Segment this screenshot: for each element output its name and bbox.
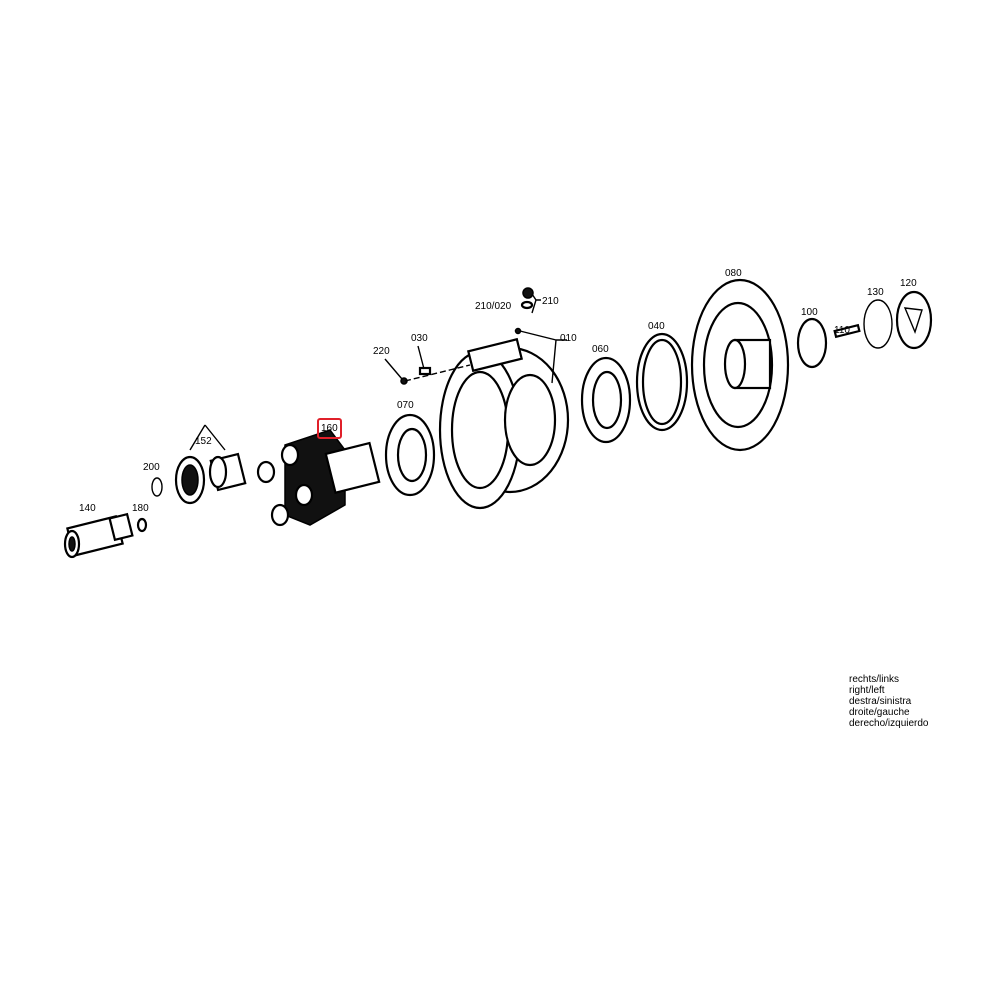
part-152-gear-bearing[interactable] xyxy=(174,452,247,505)
callout-060[interactable]: 060 xyxy=(592,344,609,355)
callout-110[interactable]: 110 xyxy=(834,325,850,336)
callout-152[interactable]: 152 xyxy=(195,436,212,447)
legend-line: right/left xyxy=(849,685,885,696)
part-040-ring[interactable] xyxy=(635,332,689,432)
callout-160-highlighted[interactable]: 160 xyxy=(317,418,342,439)
part-180-washer[interactable] xyxy=(136,517,148,533)
legend-line: destra/sinistra xyxy=(849,696,912,707)
callout-130[interactable]: 130 xyxy=(867,287,884,298)
callout-080[interactable]: 080 xyxy=(725,268,742,279)
part-010-housing[interactable] xyxy=(438,337,570,510)
part-070-seal-ring[interactable] xyxy=(384,413,436,497)
part-110-bolt[interactable] xyxy=(833,323,861,339)
legend-line: droite/gauche xyxy=(849,707,910,718)
part-120-cover[interactable] xyxy=(895,290,933,350)
leader-lines xyxy=(189,293,567,451)
callout-180[interactable]: 180 xyxy=(132,503,149,514)
part-130-o-ring[interactable] xyxy=(863,299,893,349)
callout-100[interactable]: 100 xyxy=(801,307,818,318)
callout-220[interactable]: 220 xyxy=(373,346,390,357)
orientation-legend: rechts/links right/left destra/sinistra … xyxy=(849,674,929,729)
callout-040[interactable]: 040 xyxy=(648,321,665,332)
part-160-planet-carrier[interactable] xyxy=(256,429,381,527)
part-140-shaft[interactable] xyxy=(63,512,134,559)
part-100-disc[interactable] xyxy=(796,317,828,369)
part-200-snap-ring[interactable] xyxy=(151,477,163,497)
callout-140[interactable]: 140 xyxy=(79,503,96,514)
legend-line: rechts/links xyxy=(849,674,900,685)
callout-010[interactable]: 010 xyxy=(560,333,577,344)
part-030-pin[interactable] xyxy=(418,366,432,376)
callout-200[interactable]: 200 xyxy=(143,462,160,473)
callout-030[interactable]: 030 xyxy=(411,333,428,344)
part-080-hub[interactable] xyxy=(690,278,790,452)
callout-210-020[interactable]: 210/020 xyxy=(475,301,512,312)
legend-line: derecho/izquierdo xyxy=(849,718,929,729)
part-210-plug[interactable] xyxy=(520,287,534,310)
callout-210[interactable]: 210 xyxy=(542,296,559,307)
callout-120[interactable]: 120 xyxy=(900,278,917,289)
callout-070[interactable]: 070 xyxy=(397,400,414,411)
part-060-bearing[interactable] xyxy=(580,356,632,444)
